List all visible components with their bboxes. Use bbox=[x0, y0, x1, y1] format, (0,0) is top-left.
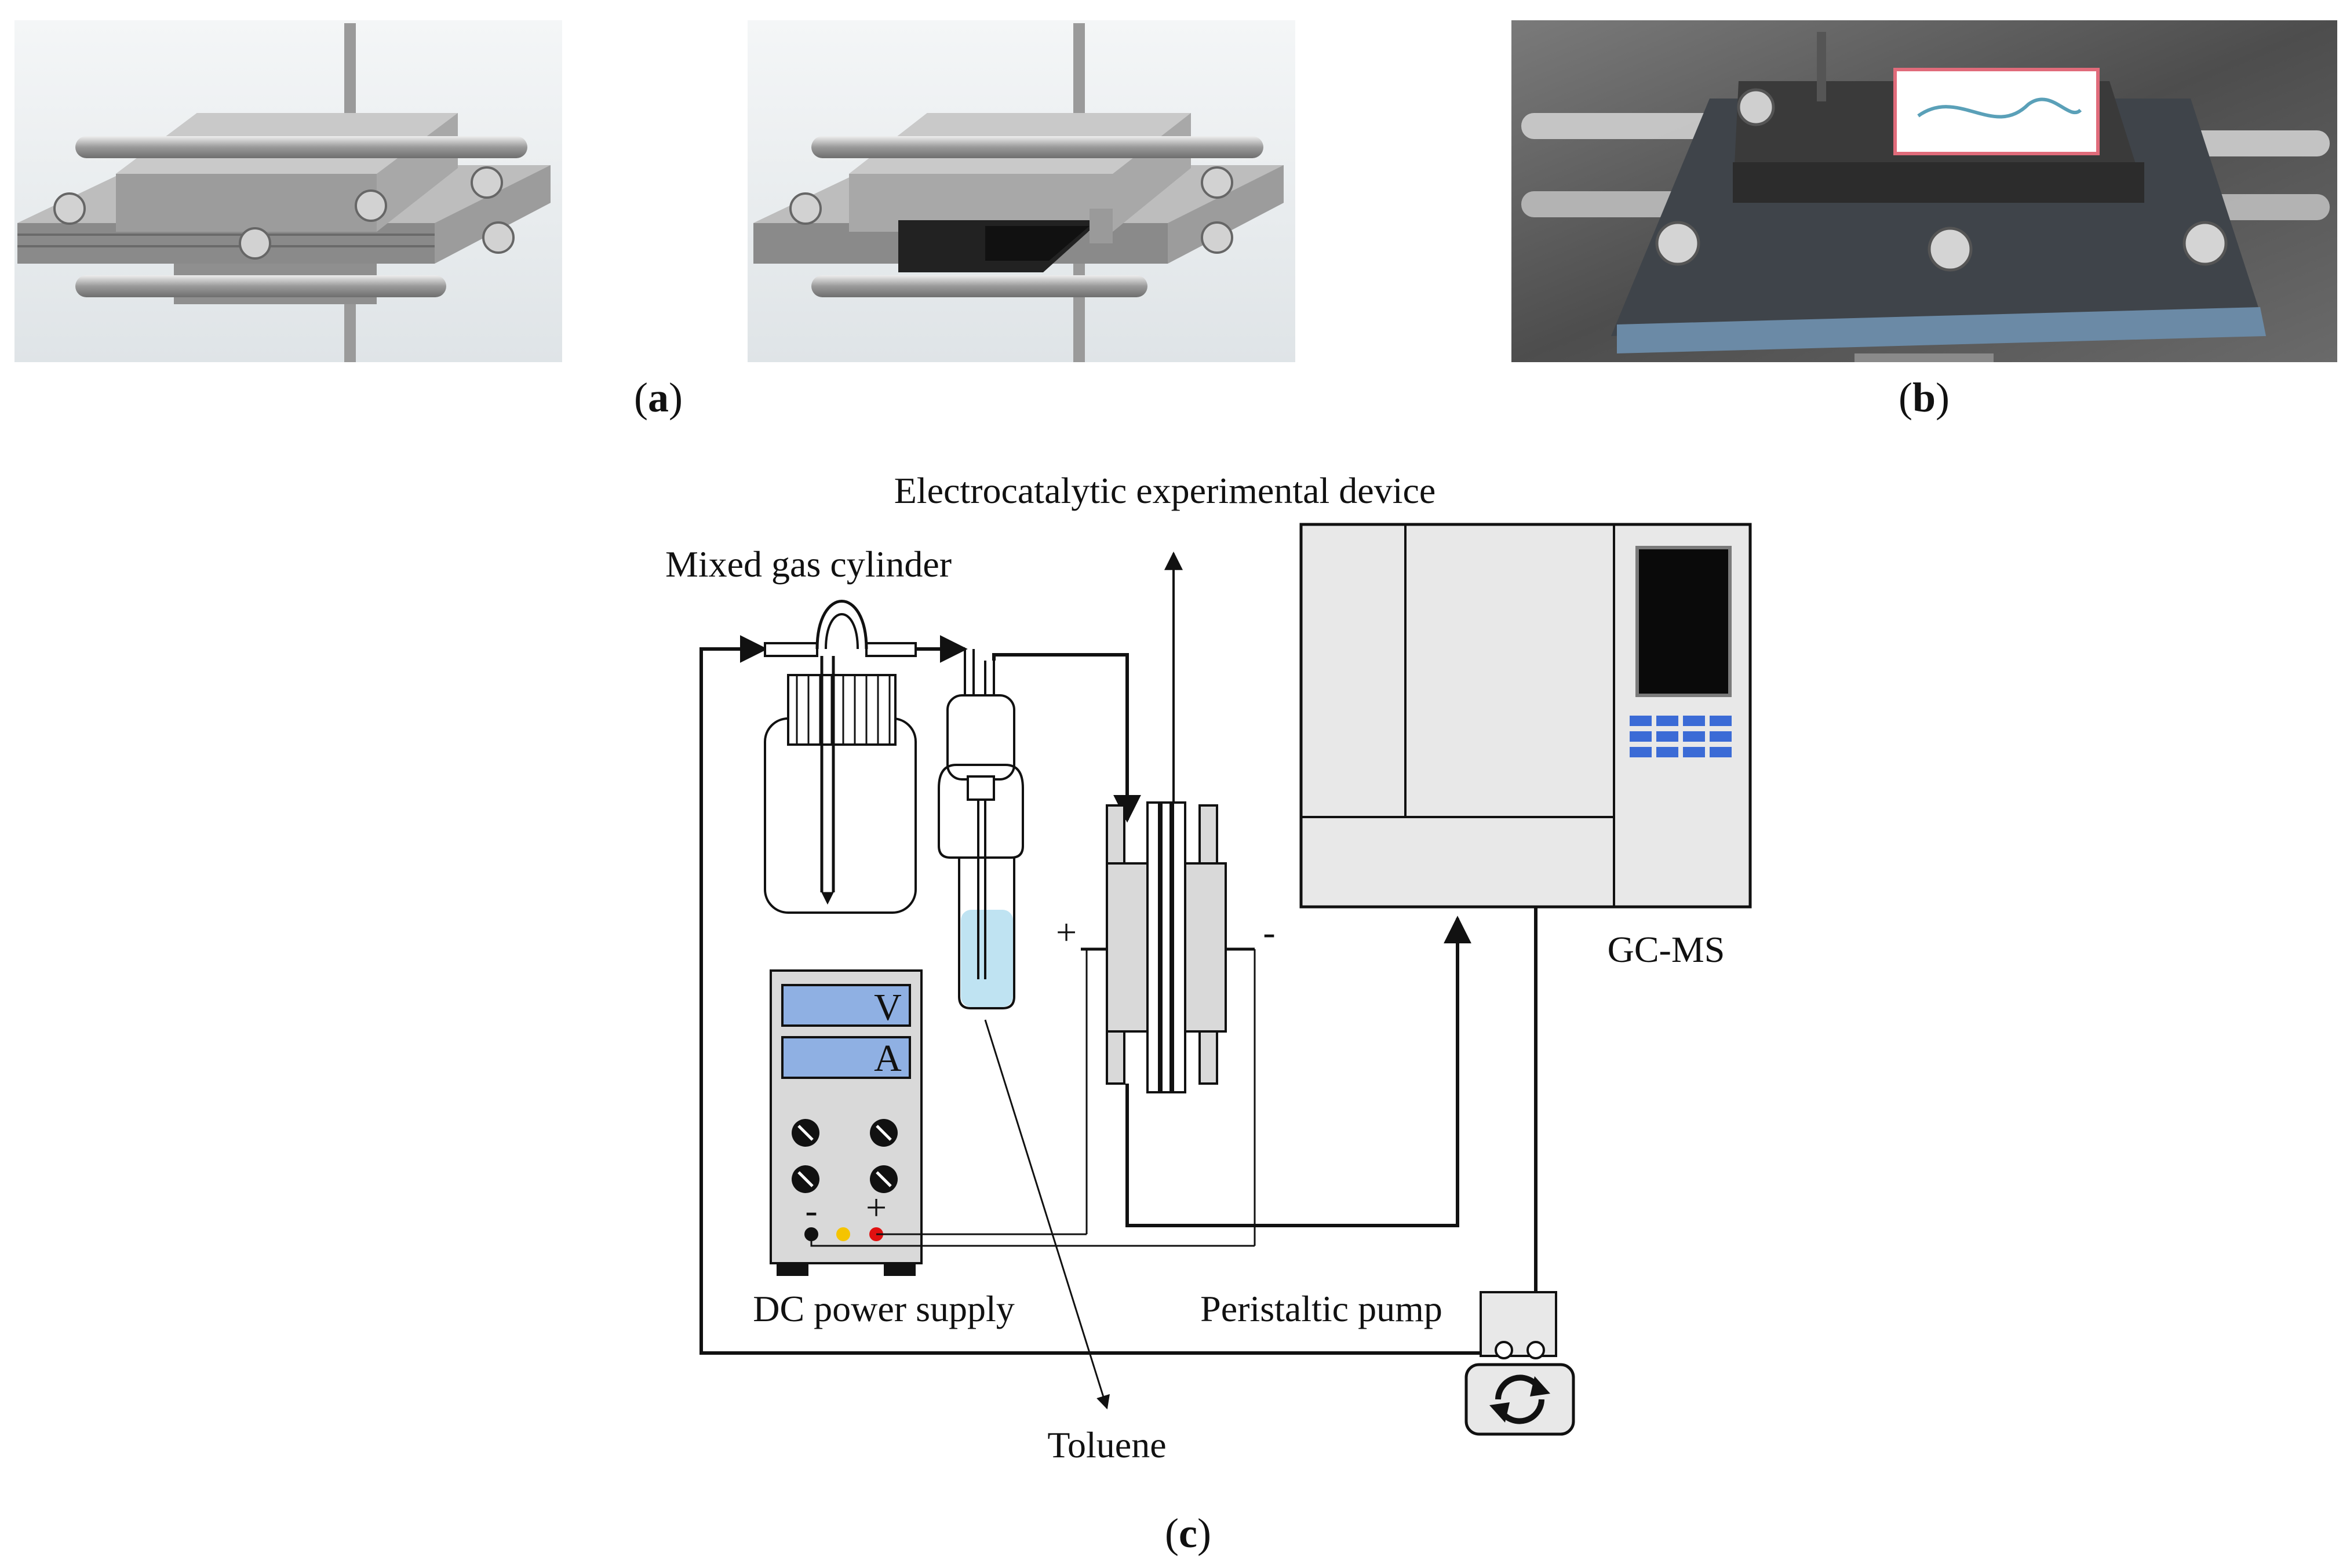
panel-a-render-cutaway bbox=[748, 20, 1295, 362]
panel-label-c: (c) bbox=[1165, 1510, 1211, 1556]
reactor-minus-label: - bbox=[1263, 911, 1275, 953]
return-line bbox=[699, 635, 1536, 1355]
psu-plus-label: + bbox=[866, 1187, 887, 1228]
psu-minus-label: - bbox=[805, 1190, 817, 1231]
rotation-arrows-icon bbox=[1489, 1374, 1550, 1424]
meter-v-label: V bbox=[874, 986, 902, 1029]
toluene-bubbler bbox=[938, 649, 1024, 1009]
panel-b-photo bbox=[1511, 20, 2337, 362]
schematic bbox=[699, 523, 1752, 1436]
label-gc-ms: GC-MS bbox=[1608, 929, 1725, 970]
label-peristaltic-pump: Peristaltic pump bbox=[1200, 1288, 1442, 1329]
gc-ms-instrument bbox=[1299, 523, 1752, 909]
label-mixed-gas-cylinder: Mixed gas cylinder bbox=[665, 544, 952, 585]
panel-a-render-closed bbox=[14, 20, 562, 362]
label-electrocatalytic-device: Electrocatalytic experimental device bbox=[894, 470, 1436, 511]
panel-label-b: (b) bbox=[1899, 374, 1950, 421]
electrocatalytic-reactor bbox=[1081, 801, 1256, 1246]
meter-a-label: A bbox=[874, 1037, 902, 1080]
peristaltic-pump bbox=[1464, 1291, 1575, 1436]
label-toluene: Toluene bbox=[1047, 1424, 1166, 1465]
mixed-gas-cylinder bbox=[764, 600, 917, 914]
panel-label-a: (a) bbox=[634, 374, 683, 421]
dc-power-supply bbox=[770, 969, 923, 1276]
reactor-plus-label: + bbox=[1056, 911, 1077, 953]
label-dc-power-supply: DC power supply bbox=[753, 1288, 1015, 1329]
